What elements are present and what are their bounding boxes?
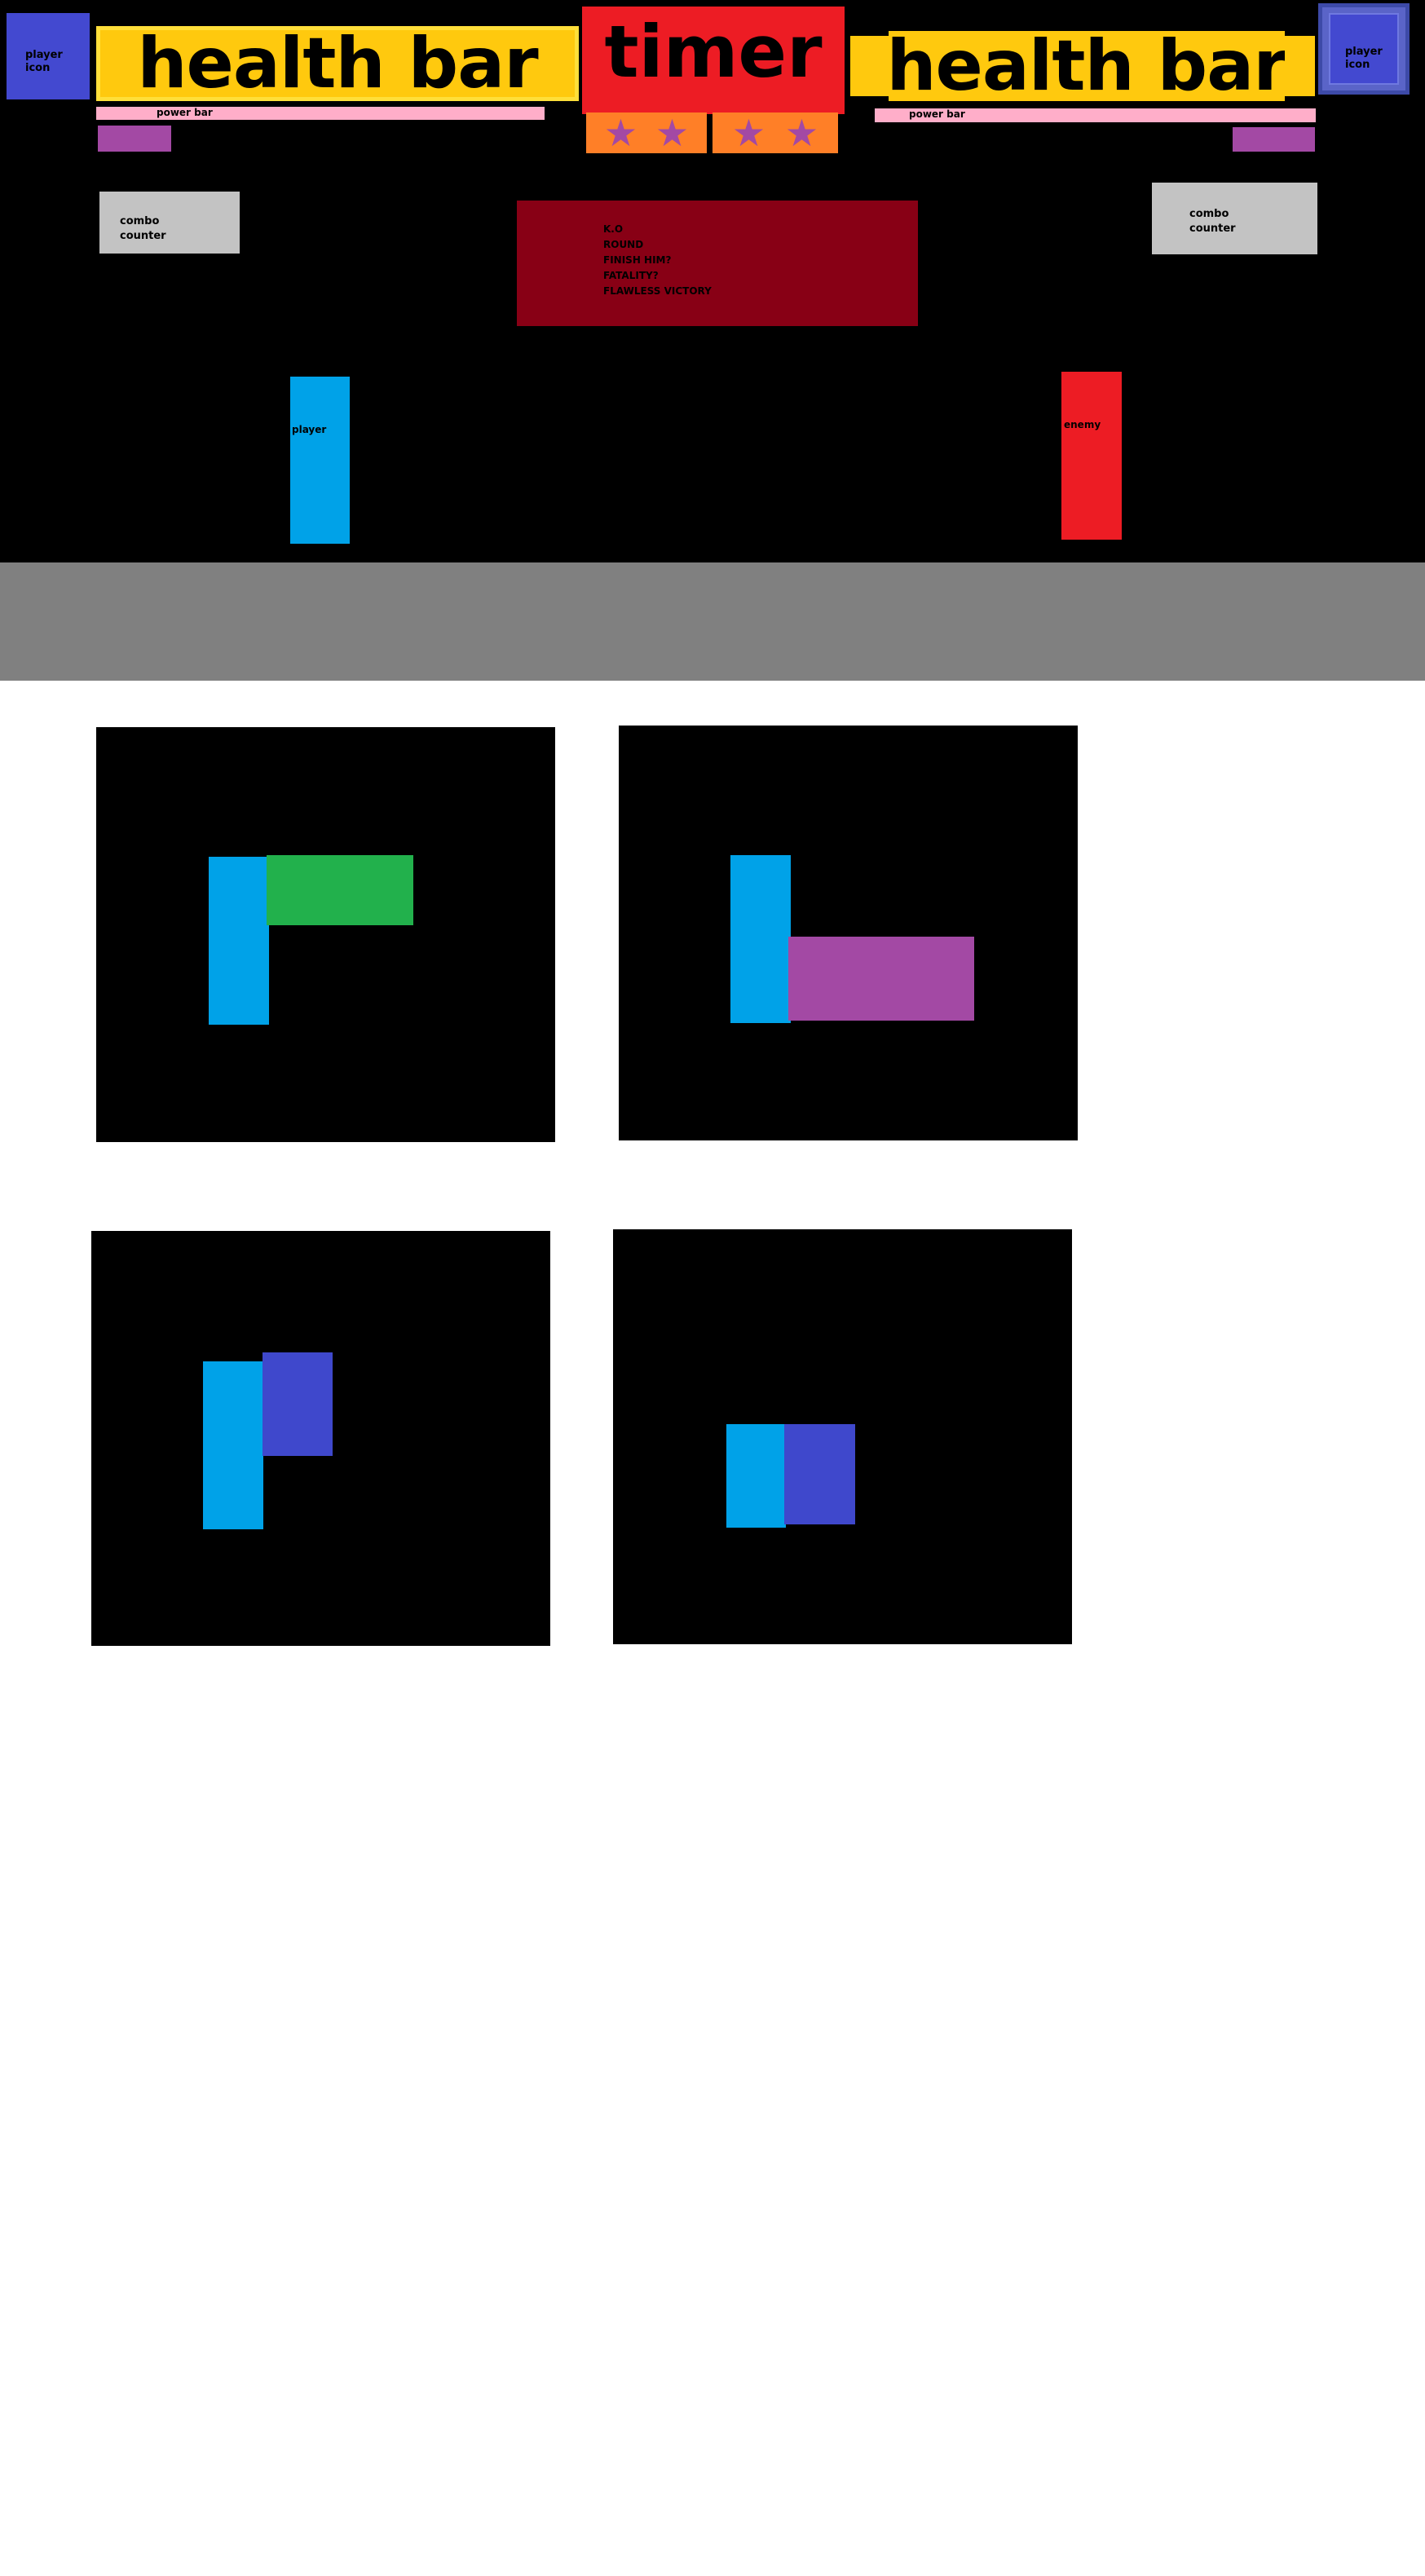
attack-panel-high [96,727,555,1142]
player1-health-label: health bar [137,26,538,101]
player-body [203,1361,263,1529]
player2-special-meter [1233,127,1315,152]
player2-combo-counter: combo counter [1152,183,1317,254]
low-attack-hitbox [788,937,974,1021]
player2-icon-label: player icon [1345,46,1383,71]
announcer-message: ROUND [603,239,644,250]
player1-combo-counter: combo counter [99,192,240,254]
player2-health-label: health bar [889,31,1285,101]
announcer-message: FINISH HIM? [603,254,672,266]
stage-floor [0,562,1425,681]
announcer-message: FLAWLESS VICTORY [603,285,712,297]
star-icon: ★ [731,112,766,154]
timer-label: timer [604,10,823,94]
player-body [730,855,791,1023]
player2-combo-label: combo counter [1189,208,1236,235]
enemy-label: enemy [1064,419,1101,430]
announcer-banner: K.O ROUND FINISH HIM? FATALITY? FLAWLESS… [517,201,918,326]
player-crouch-body [726,1424,786,1528]
player2-power-label: power bar [909,108,965,120]
player2-round-wins: ★ ★ [712,112,838,153]
round-timer: timer [582,7,845,114]
player1-special-meter [98,126,171,152]
block-hitbox [262,1352,333,1456]
player2-health-bar: health bar [889,31,1285,101]
player2-power-bar: power bar [875,108,1316,122]
announcer-message: K.O [603,223,624,235]
player1-combo-label: combo counter [120,215,166,242]
star-icon: ★ [784,112,819,154]
player1-power-bar: power bar [96,107,545,120]
player1-icon-label: player icon [25,49,63,74]
player-body [209,857,269,1025]
player1-round-wins: ★ ★ [586,112,707,153]
high-attack-hitbox [267,855,413,925]
attack-panel-low [619,726,1078,1140]
announcer-message: FATALITY? [603,270,659,281]
player2-icon: player icon [1329,13,1399,85]
star-icon: ★ [655,112,690,154]
player-label: player [292,424,327,435]
crouch-block-hitbox [784,1424,855,1524]
player1-icon: player icon [7,13,90,99]
player-fighter: player [290,377,350,544]
player1-power-label: power bar [157,107,213,118]
enemy-fighter: enemy [1061,372,1122,540]
star-icon: ★ [603,112,638,154]
player1-health-bar: health bar [95,24,580,103]
